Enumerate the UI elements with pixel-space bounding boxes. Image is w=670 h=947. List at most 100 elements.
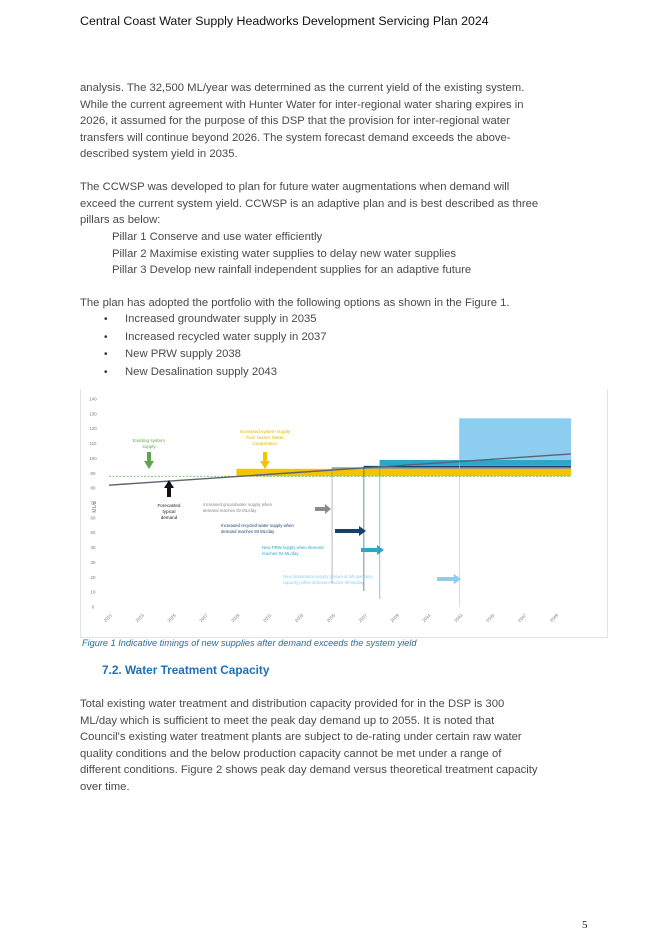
x-tick-label: 2023 bbox=[135, 612, 146, 623]
arrow-down-icon bbox=[144, 452, 154, 469]
annotation-text: demand bbox=[161, 515, 178, 520]
annotation-text: typical bbox=[162, 509, 175, 514]
y-tick-label: 10 bbox=[91, 590, 96, 595]
x-tick-label: 2043 bbox=[453, 612, 464, 623]
y-tick-label: 110 bbox=[90, 441, 98, 446]
x-tick-label: 2027 bbox=[198, 612, 209, 623]
existing-supply-annotation: Existing system supply bbox=[133, 438, 165, 469]
arrow-right-icon bbox=[335, 526, 366, 536]
arrow-up-icon bbox=[164, 480, 174, 497]
supply-band bbox=[332, 467, 571, 469]
annotation-text: Increased groundwater supply when bbox=[203, 502, 273, 507]
list-item-text: New PRW supply 2038 bbox=[125, 348, 241, 360]
supply-band bbox=[363, 465, 571, 468]
text-line: over time. bbox=[80, 780, 130, 793]
supply-band bbox=[236, 468, 571, 477]
x-tick-label: 2031 bbox=[262, 612, 273, 623]
y-tick-label: 70 bbox=[91, 501, 96, 506]
section-heading: 7.2. Water Treatment Capacity bbox=[102, 663, 269, 677]
y-tick-label: 30 bbox=[91, 560, 96, 565]
page-number: 5 bbox=[582, 919, 588, 931]
text-line: ML/day which is sufficient to meet the p… bbox=[80, 714, 495, 727]
groundwater-annotation: Increased groundwater supply when demand… bbox=[203, 502, 331, 514]
x-tick-label: 2035 bbox=[326, 612, 337, 623]
x-tick-label: 2049 bbox=[549, 612, 560, 623]
text-line: Council's existing water treatment plant… bbox=[80, 731, 522, 743]
annotation-text: Forecasted bbox=[158, 503, 181, 508]
pillar-item: Pillar 1 Conserve and use water efficien… bbox=[112, 231, 323, 243]
text-line: The CCWSP was developed to plan for futu… bbox=[80, 181, 510, 193]
text-line: described system yield in 2035. bbox=[80, 148, 238, 160]
annotation-text: capacity) when demand reaches 98 ML/day bbox=[283, 580, 365, 585]
annotation-text: reaches 94 ML/day bbox=[262, 551, 299, 556]
y-tick-label: 140 bbox=[89, 397, 97, 402]
annotation-text: Existing system bbox=[133, 438, 165, 443]
x-tick-label: 2047 bbox=[517, 612, 528, 623]
arrow-right-icon bbox=[315, 504, 331, 514]
hunter-water-annotation: Increased system supply from Hunter Wate… bbox=[240, 429, 291, 469]
y-tick-label: 0 bbox=[92, 605, 95, 610]
x-tick-label: 2045 bbox=[485, 612, 496, 623]
y-tick-label: 100 bbox=[89, 456, 97, 461]
pillar-item: Pillar 2 Maximise existing water supplie… bbox=[112, 247, 457, 260]
x-tick-label: 2021 bbox=[103, 612, 114, 623]
forecast-demand-annotation: Forecasted typical demand bbox=[158, 480, 181, 520]
text-line: The plan has adopted the portfolio with … bbox=[80, 297, 510, 309]
annotation-text: Cooperation bbox=[252, 441, 277, 446]
bullet-icon: • bbox=[104, 366, 108, 378]
text-line: different conditions. Figure 2 shows pea… bbox=[80, 764, 538, 776]
list-item-text: Increased recycled water supply in 2037 bbox=[125, 330, 327, 343]
y-tick-label: 20 bbox=[91, 575, 96, 580]
bullet-icon: • bbox=[104, 331, 108, 343]
arrow-right-icon bbox=[361, 545, 384, 555]
options-bullet-list: • Increased groundwater supply in 2035 • I… bbox=[104, 311, 327, 381]
text-line: While the current agreement with Hunter … bbox=[80, 98, 524, 111]
text-line: transfers will continue beyond 2026. The… bbox=[80, 131, 511, 144]
paragraph-ccwsp: The CCWSP was developed to plan for futu… bbox=[80, 179, 590, 229]
bullet-icon: • bbox=[104, 349, 108, 360]
supply-band bbox=[459, 418, 571, 460]
recycled-annotation: Increased recycled water supply when dem… bbox=[221, 523, 366, 536]
y-axis-label: ML/d bbox=[92, 501, 98, 512]
pillar-item: Pillar 3 Develop new rainfall independen… bbox=[112, 264, 472, 276]
annotation-text: demand reaches 92 ML/day bbox=[203, 508, 257, 513]
x-tick-label: 2039 bbox=[389, 612, 400, 623]
list-item: • Increased recycled water supply in 2037 bbox=[104, 329, 327, 347]
arrow-right-icon bbox=[437, 574, 461, 584]
desalination-annotation: New desalination supply (shown at full o… bbox=[283, 574, 461, 585]
list-item-text: New Desalination supply 2043 bbox=[125, 365, 277, 378]
list-item: • New PRW supply 2038 bbox=[104, 346, 327, 364]
paragraph-system-yield: analysis. The 32,500 ML/year was determi… bbox=[80, 80, 590, 163]
annotation-text: demand reaches 93 ML/day bbox=[221, 529, 275, 534]
section-number: 7.2. bbox=[102, 663, 122, 677]
text-line: 2026, it assumed for the purpose of this… bbox=[80, 115, 510, 127]
page-header: Central Coast Water Supply Headworks Dev… bbox=[80, 14, 489, 28]
annotation-text: from Hunter Water bbox=[246, 435, 284, 440]
list-item-text: Increased groundwater supply in 2035 bbox=[125, 313, 317, 325]
x-tick-label: 2025 bbox=[166, 612, 177, 623]
y-tick-label: 40 bbox=[91, 545, 96, 550]
x-tick-label: 2033 bbox=[294, 612, 305, 623]
list-item: • New Desalination supply 2043 bbox=[104, 364, 327, 382]
annotation-text: Increased recycled water supply when bbox=[221, 523, 294, 528]
prw-annotation: New PRW supply when demand reaches 94 ML… bbox=[262, 545, 384, 556]
paragraph-treatment-capacity: Total existing water treatment and distr… bbox=[80, 696, 600, 795]
x-tick-label: 2029 bbox=[230, 612, 241, 623]
bullet-icon: • bbox=[104, 314, 108, 325]
section-title: Water Treatment Capacity bbox=[124, 663, 270, 677]
annotation-text: Increased system supply bbox=[240, 429, 291, 434]
arrow-down-icon bbox=[260, 452, 270, 469]
y-tick-label: 120 bbox=[89, 426, 97, 431]
annotation-text: New desalination supply (shown at full o… bbox=[283, 574, 373, 579]
text-line: quality conditions and the below product… bbox=[80, 747, 502, 760]
figure-caption: Figure 1 Indicative timings of new suppl… bbox=[82, 638, 417, 648]
x-tick-label: 2037 bbox=[358, 612, 369, 623]
y-tick-label: 90 bbox=[91, 471, 96, 476]
text-line: Total existing water treatment and distr… bbox=[80, 698, 505, 710]
y-tick-label: 60 bbox=[91, 515, 96, 520]
supply-band bbox=[379, 459, 571, 466]
x-tick-label: 2041 bbox=[421, 612, 432, 623]
y-tick-label: 130 bbox=[89, 411, 97, 416]
